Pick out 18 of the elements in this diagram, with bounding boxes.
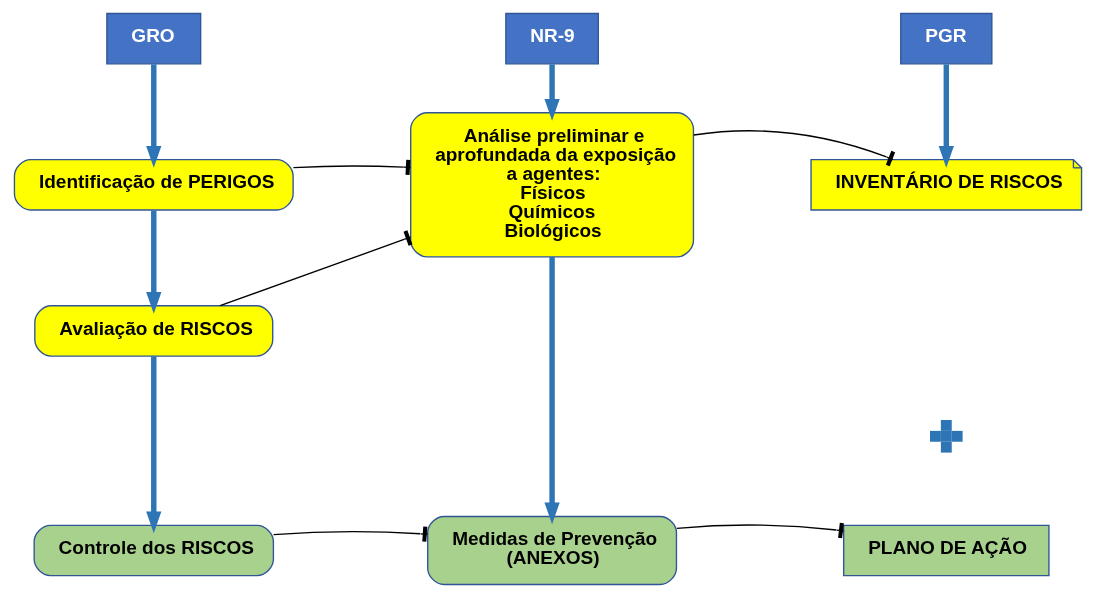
arrow <box>544 257 560 525</box>
node-box: Identificação de PERIGOS <box>13 159 294 211</box>
arrow <box>146 210 162 314</box>
node-box: GRO <box>106 12 202 65</box>
connector <box>693 130 896 167</box>
node-box: Medidas de Prevenção (ANEXOS) <box>427 515 678 586</box>
arrow <box>544 64 560 121</box>
arrow <box>146 64 162 168</box>
node-box: NR-9 <box>505 12 599 65</box>
node-box: Avaliação de RISCOS <box>34 305 274 357</box>
connector <box>676 522 845 539</box>
node-box: Análise preliminar e aprofundada da exposição a agentes: Físicos Químicos Biológicos <box>410 112 695 258</box>
node-box: PLANO DE AÇÃO <box>843 524 1050 577</box>
arrow <box>938 64 954 168</box>
arrow <box>146 356 162 534</box>
connector <box>219 230 413 307</box>
node-box: Controle dos RISCOS <box>33 524 275 577</box>
node-box: PGR <box>900 12 993 65</box>
